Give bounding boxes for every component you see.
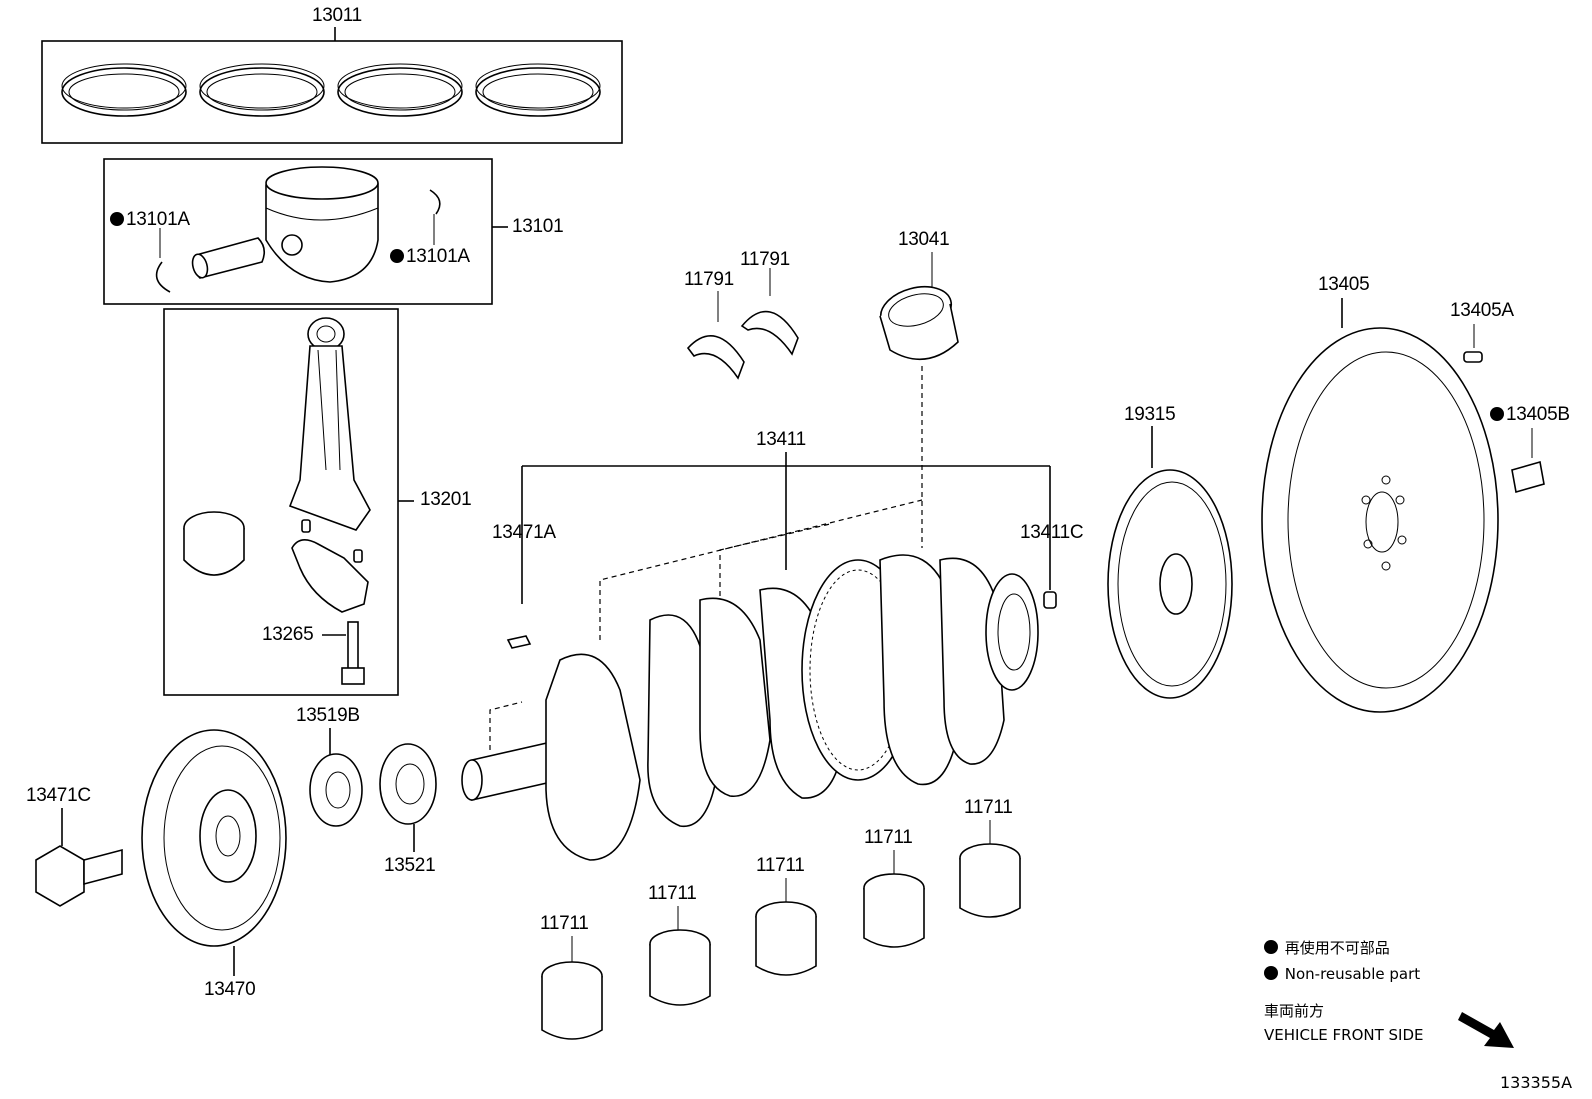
legend-dot-icon bbox=[1264, 940, 1278, 954]
rod-bearing-13041 bbox=[879, 252, 959, 548]
label-13411c: 13411C bbox=[1020, 522, 1084, 543]
label-13101: 13101 bbox=[512, 216, 564, 237]
label-13471c: 13471C bbox=[26, 785, 91, 806]
legend-dot-icon bbox=[1264, 966, 1278, 980]
label-13101a-right: 13101A bbox=[390, 247, 470, 266]
label-13405a: 13405A bbox=[1450, 300, 1514, 321]
legend-non-reusable-jp: 再使用不可部品 bbox=[1264, 940, 1390, 956]
label-13201: 13201 bbox=[420, 489, 472, 510]
label-11711-5: 11711 bbox=[964, 797, 1013, 818]
piston-assembly bbox=[103, 158, 508, 305]
signal-plate bbox=[1107, 426, 1233, 699]
label-13519b: 13519B bbox=[296, 705, 360, 726]
crankshaft bbox=[461, 554, 1057, 861]
vehicle-front-arrow-icon bbox=[1458, 1012, 1514, 1048]
label-13405: 13405 bbox=[1318, 274, 1370, 295]
label-11791-right: 11791 bbox=[740, 249, 790, 270]
main-bearings bbox=[541, 820, 1021, 1040]
label-11711-4: 11711 bbox=[864, 827, 913, 848]
label-13471a: 13471A bbox=[492, 522, 556, 543]
figure-id: 133355A bbox=[1500, 1073, 1573, 1092]
legend-front-jp: 車両前方 bbox=[1264, 1002, 1325, 1020]
flywheel bbox=[1261, 298, 1545, 713]
legend-front-en: VEHICLE FRONT SIDE bbox=[1264, 1026, 1424, 1044]
crank-sprockets bbox=[309, 728, 437, 852]
label-11711-1: 11711 bbox=[540, 913, 589, 934]
label-13521: 13521 bbox=[384, 855, 436, 876]
label-13411: 13411 bbox=[756, 429, 806, 450]
label-13011: 13011 bbox=[312, 5, 362, 26]
label-13470: 13470 bbox=[204, 979, 256, 1000]
non-reusable-icon bbox=[110, 212, 124, 226]
label-11791-left: 11791 bbox=[684, 269, 734, 290]
label-13041: 13041 bbox=[898, 229, 950, 250]
non-reusable-icon bbox=[1490, 407, 1504, 421]
label-13405b: 13405B bbox=[1490, 405, 1570, 424]
crank-pulley bbox=[141, 729, 287, 976]
label-19315: 19315 bbox=[1124, 404, 1176, 425]
label-11711-2: 11711 bbox=[648, 883, 697, 904]
pulley-bolt bbox=[35, 808, 123, 907]
non-reusable-icon bbox=[390, 249, 404, 263]
crankshaft-bracket bbox=[521, 452, 1051, 604]
piston-ring-set bbox=[41, 27, 623, 144]
label-13265: 13265 bbox=[262, 624, 314, 645]
label-13101a-left: 13101A bbox=[110, 210, 190, 229]
connecting-rod-assembly bbox=[163, 308, 414, 696]
thrust-washers bbox=[686, 268, 799, 380]
legend-non-reusable-en: Non-reusable part bbox=[1264, 966, 1420, 982]
label-11711-3: 11711 bbox=[756, 855, 805, 876]
